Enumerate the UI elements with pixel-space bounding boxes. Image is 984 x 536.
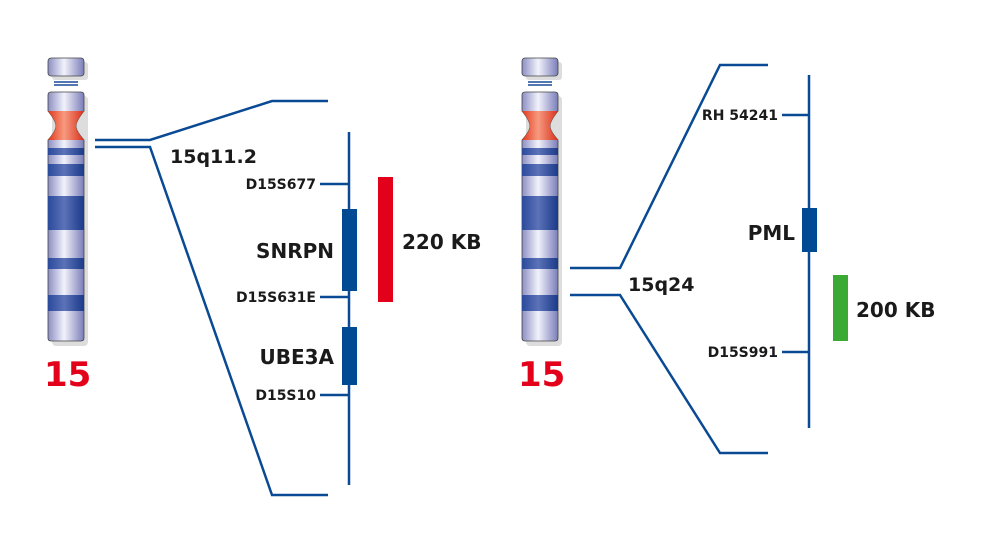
right-panel: 15 15q24 RH 54241 PML D15S991 200 KB bbox=[518, 57, 935, 455]
band-label: 15q24 bbox=[628, 274, 694, 296]
marker-label: D15S10 bbox=[255, 388, 316, 404]
deletion-size-bar bbox=[378, 177, 393, 302]
gene-label: UBE3A bbox=[259, 345, 334, 369]
size-label: 200 KB bbox=[856, 298, 935, 322]
band-label: 15q11.2 bbox=[170, 146, 257, 168]
marker-label: D15S677 bbox=[246, 177, 316, 193]
marker-label: RH 54241 bbox=[702, 108, 778, 124]
marker-label: D15S991 bbox=[708, 345, 778, 361]
left-panel: 15 15q11.2 D15S677 SNRPN D15S631E UBE3A … bbox=[44, 57, 481, 497]
gene-label: PML bbox=[748, 221, 796, 245]
size-label: 220 KB bbox=[402, 230, 481, 254]
chromosome-number: 15 bbox=[518, 355, 565, 395]
zoom-connector-top bbox=[570, 63, 768, 270]
gene-box bbox=[342, 327, 357, 385]
chromosome-15-ideogram bbox=[47, 57, 89, 347]
chromosome-number: 15 bbox=[44, 355, 91, 395]
marker-label: D15S631E bbox=[236, 290, 316, 306]
zoom-connector-top bbox=[95, 99, 328, 142]
zoom-connector-bottom bbox=[95, 145, 328, 497]
gene-box bbox=[802, 208, 817, 252]
gene-box bbox=[342, 209, 357, 291]
deletion-size-bar bbox=[833, 275, 848, 341]
gene-label: SNRPN bbox=[256, 239, 334, 263]
chromosome-15-ideogram bbox=[521, 57, 563, 347]
zoom-connector-bottom bbox=[570, 293, 768, 455]
